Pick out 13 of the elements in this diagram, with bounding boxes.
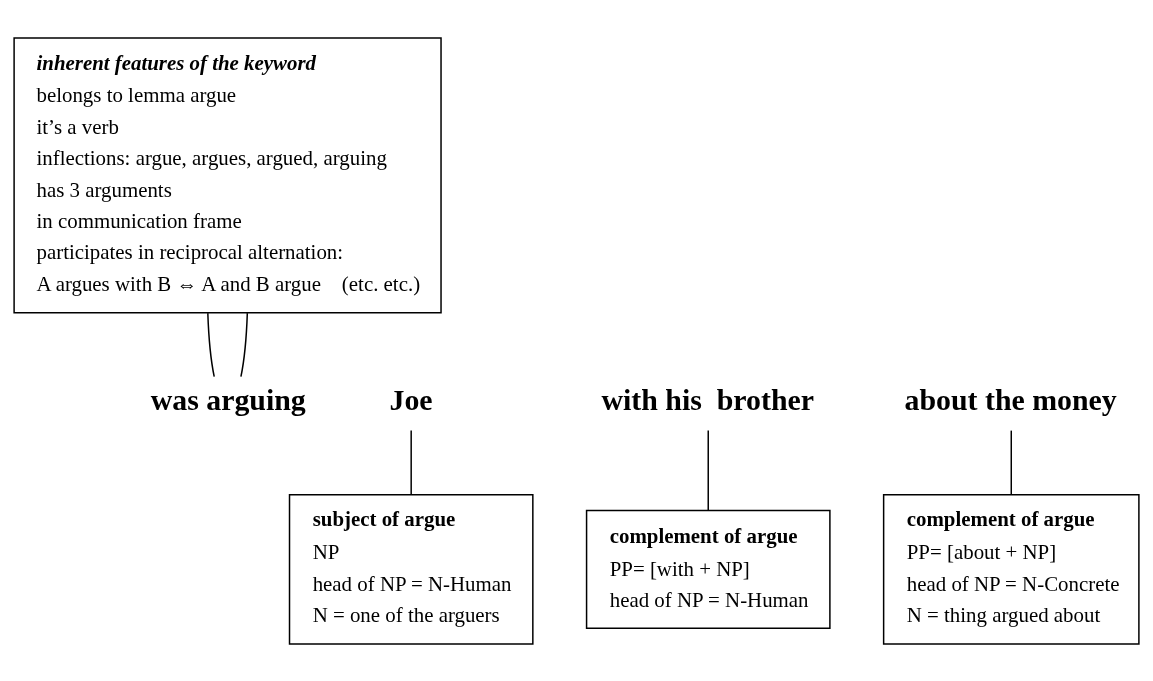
node-text: with his brother xyxy=(601,382,815,416)
connector xyxy=(240,311,249,377)
node-text: was arguing xyxy=(150,382,306,416)
connector xyxy=(410,429,412,495)
node-text: Joe xyxy=(389,382,433,416)
node-box: subject of argue NP head of NP = N-Human N = one of the arguers xyxy=(288,493,534,645)
node-box: complement of argue PP= [about + NP] head of NP = N-Concrete N = thing argued about xyxy=(882,493,1140,645)
node-box: inherent features of the keyword belongs to lemma argue it’s a verb inflections: argue, argues, argued, arguing has 3 arguments in communication frame participates in reciprocal alternation: A argues with B ⇔ A and B argue (etc. etc.) xyxy=(13,36,442,313)
node-text: about the money xyxy=(904,382,1117,416)
connector xyxy=(207,311,215,377)
node-box: complement of argue PP= [with + NP] head of NP = N-Human xyxy=(585,509,831,629)
connector xyxy=(1010,429,1012,495)
connector xyxy=(707,429,709,511)
